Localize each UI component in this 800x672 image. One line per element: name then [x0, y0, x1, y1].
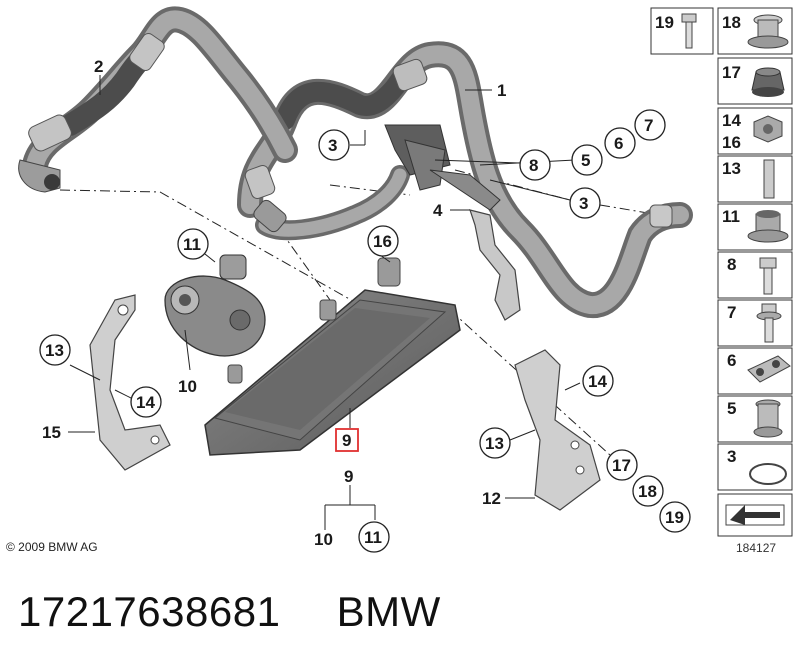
legend-num-5: 5 — [727, 399, 736, 418]
bolt-icon — [681, 13, 697, 49]
flange-nut-icon — [747, 210, 789, 243]
callout-14b-badge: 14 — [582, 365, 614, 397]
callout-7: 7 — [644, 116, 653, 135]
callout-10b: 10 — [314, 530, 333, 549]
callout-13a: 13 — [45, 341, 64, 360]
callout-5: 5 — [581, 151, 590, 170]
callout-5-badge: 5 — [571, 144, 603, 176]
callout-3b-badge: 3 — [569, 187, 601, 219]
callout-14a: 14 — [136, 393, 155, 412]
hex-nut-icon — [753, 115, 783, 143]
callout-9: 9 — [342, 431, 351, 450]
callout-3b: 3 — [579, 194, 588, 213]
callout-14a-badge: 14 — [130, 386, 162, 418]
callout-11b-badge: 11 — [358, 521, 390, 553]
gasket-arrow-icon — [725, 504, 785, 526]
legend-num-14: 14 — [722, 111, 741, 130]
callout-13b-badge: 13 — [479, 427, 511, 459]
callout-18: 18 — [638, 482, 657, 501]
legend-num-13: 13 — [722, 159, 741, 178]
stud-bolt-icon — [763, 159, 775, 199]
bracket-12 — [514, 349, 601, 511]
callout-13b: 13 — [485, 434, 504, 453]
footer: 17217638681 BMW — [18, 588, 441, 636]
callout-11a-badge: 11 — [177, 228, 209, 260]
legend-num-18: 18 — [722, 13, 741, 32]
callout-1: 1 — [497, 81, 506, 100]
copyright-text: © 2009 BMW AG — [6, 540, 98, 554]
callout-11a: 11 — [183, 235, 201, 254]
lock-nut-icon — [751, 67, 785, 97]
legend-num-6: 6 — [727, 351, 736, 370]
hose-1 — [237, 41, 693, 318]
legend-num-11: 11 — [722, 207, 740, 226]
legend-num-19: 19 — [655, 13, 674, 32]
hose-2 — [18, 6, 298, 193]
callout-19-badge: 19 — [659, 501, 691, 533]
callout-19: 19 — [665, 508, 684, 527]
spacer-sleeve-icon — [747, 14, 789, 49]
bracket-15 — [89, 294, 171, 471]
callout-13a-badge: 13 — [39, 334, 71, 366]
callout-12: 12 — [482, 489, 501, 508]
clip-bracket-8 — [384, 124, 501, 211]
callout-6: 6 — [614, 134, 623, 153]
thermostat-housing-10 — [164, 254, 266, 357]
flange-bolt-icon — [756, 303, 782, 343]
legend-num-16: 16 — [722, 133, 741, 152]
legend-num-3: 3 — [727, 447, 736, 466]
diagram-id: 184127 — [736, 541, 777, 555]
callout-4: 4 — [433, 201, 443, 220]
callout-16-badge: 16 — [367, 225, 399, 257]
callout-18-badge: 18 — [632, 475, 664, 507]
callout-14b: 14 — [588, 372, 607, 391]
callout-3a-badge: 3 — [318, 129, 350, 161]
brand-name: BMW — [336, 588, 441, 635]
callout-11b: 11 — [364, 528, 382, 547]
callouts: 1 2 3 8 5 6 7 3 4 11 — [39, 57, 691, 553]
parts-legend: 19 18 17 14 16 13 11 8 7 6 5 3 — [650, 7, 793, 537]
legend-num-17: 17 — [722, 63, 741, 82]
legend-num-7: 7 — [727, 303, 736, 322]
legend-num-8: 8 — [727, 255, 736, 274]
callout-15: 15 — [42, 423, 61, 442]
part-number: 17217638681 — [18, 588, 281, 635]
callout-8: 8 — [529, 156, 538, 175]
oil-cooler-9 — [204, 257, 461, 456]
callout-8-badge: 8 — [519, 149, 551, 181]
bushing-icon — [753, 399, 783, 438]
hose-clip-icon — [747, 355, 791, 383]
bracket-4 — [469, 209, 521, 321]
callout-16: 16 — [373, 232, 392, 251]
callout-6-badge: 6 — [604, 127, 636, 159]
callout-10a: 10 — [178, 377, 197, 396]
callout-17: 17 — [612, 456, 631, 475]
callout-9-highlight: 9 — [335, 428, 359, 452]
callout-2: 2 — [94, 57, 103, 76]
bolt-8-icon — [759, 257, 777, 295]
callout-9b: 9 — [344, 467, 353, 486]
callout-3a: 3 — [328, 136, 337, 155]
callout-17-badge: 17 — [606, 449, 638, 481]
o-ring-icon — [749, 463, 787, 485]
callout-7-badge: 7 — [634, 109, 666, 141]
